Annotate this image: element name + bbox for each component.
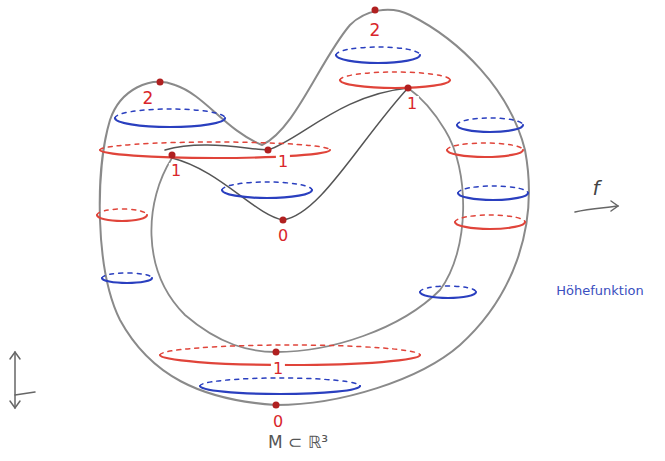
critical-points [157, 7, 412, 409]
map-arrow [575, 201, 618, 212]
surface-outline [100, 10, 529, 405]
function-name: Höhefunktion [554, 284, 645, 297]
index-label: 2 [368, 22, 383, 39]
hole-outline [151, 88, 463, 352]
index-label: 0 [271, 414, 285, 430]
fold-line [165, 88, 408, 150]
index-label: 0 [276, 228, 290, 244]
manifold-label: M ⊂ ℝ³ [266, 434, 330, 451]
index-label: 2 [141, 90, 156, 107]
index-label: 1 [405, 96, 419, 112]
axis-symbol [10, 352, 35, 408]
map-label: f [590, 178, 601, 198]
level-curves-blue [102, 47, 528, 394]
index-label: 1 [169, 163, 183, 179]
level-curves-red [97, 72, 525, 365]
index-label: 1 [276, 154, 290, 170]
hole-outline [172, 88, 408, 220]
index-label: 1 [271, 361, 285, 377]
